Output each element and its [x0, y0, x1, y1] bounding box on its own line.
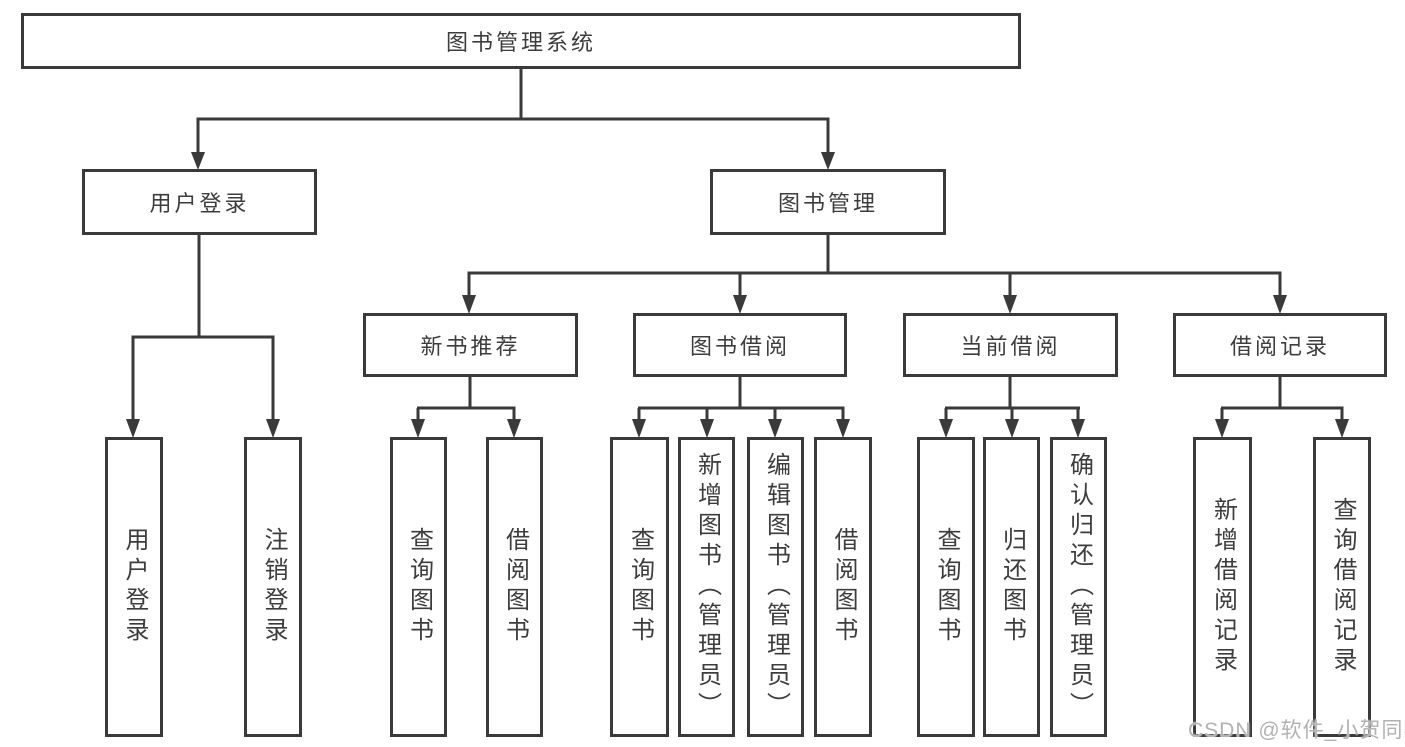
node-book-borrowing: 图书借阅 [633, 313, 847, 377]
leaf-logout-label: 注销登录 [260, 527, 287, 647]
leaf-borrow-books-borrowing-label: 借阅图书 [830, 527, 857, 647]
leaf-return-book: 归还图书 [983, 437, 1040, 737]
node-current-borrowing: 当前借阅 [903, 313, 1118, 377]
leaf-borrow-books-recommend-label: 借阅图书 [501, 527, 529, 647]
node-new-book-recommendation-label: 新书推荐 [420, 334, 521, 359]
leaf-return-book-label: 归还图书 [998, 527, 1026, 647]
leaf-add-book-admin: 新增图书（管理员） [678, 437, 735, 737]
leaf-borrow-books-borrowing: 借阅图书 [814, 437, 872, 737]
leaf-query-books-borrowing-label: 查询图书 [626, 527, 654, 647]
leaf-query-books-borrowing: 查询图书 [610, 437, 669, 737]
leaf-query-books-current: 查询图书 [917, 437, 975, 737]
node-book-management-label: 图书管理 [777, 191, 878, 216]
node-user-login: 用户登录 [82, 169, 317, 235]
leaf-logout: 注销登录 [244, 437, 302, 737]
node-new-book-recommendation: 新书推荐 [363, 313, 578, 377]
leaf-query-books-recommend-label: 查询图书 [405, 527, 433, 647]
csdn-watermark: CSDN @软件_小贺同学 [1188, 719, 1405, 742]
leaf-edit-book-admin: 编辑图书（管理员） [747, 437, 804, 737]
leaf-confirm-return-admin: 确认归还（管理员） [1050, 437, 1107, 737]
leaf-query-borrow-record: 查询借阅记录 [1313, 437, 1371, 737]
leaf-query-books-recommend: 查询图书 [390, 437, 447, 737]
leaf-user-login-label: 用户登录 [121, 527, 148, 647]
node-library-system-label: 图书管理系统 [445, 30, 596, 55]
leaf-query-books-current-label: 查询图书 [933, 527, 960, 647]
leaf-edit-book-admin-label: 编辑图书（管理员） [762, 452, 790, 722]
node-book-borrowing-label: 图书借阅 [689, 334, 790, 359]
leaf-add-book-admin-label: 新增图书（管理员） [693, 452, 721, 722]
node-current-borrowing-label: 当前借阅 [960, 334, 1061, 359]
leaf-query-borrow-record-label: 查询借阅记录 [1329, 497, 1356, 677]
node-book-management: 图书管理 [710, 169, 946, 235]
leaf-add-borrow-record-label: 新增借阅记录 [1209, 497, 1237, 677]
node-borrowing-records-label: 借阅记录 [1229, 334, 1330, 359]
node-borrowing-records: 借阅记录 [1173, 313, 1387, 377]
leaf-borrow-books-recommend: 借阅图书 [486, 437, 543, 737]
leaf-user-login: 用户登录 [105, 437, 163, 737]
leaf-confirm-return-admin-label: 确认归还（管理员） [1065, 452, 1093, 722]
node-library-system: 图书管理系统 [21, 13, 1021, 69]
leaf-add-borrow-record: 新增借阅记录 [1193, 437, 1252, 737]
node-user-login-label: 用户登录 [149, 191, 250, 216]
